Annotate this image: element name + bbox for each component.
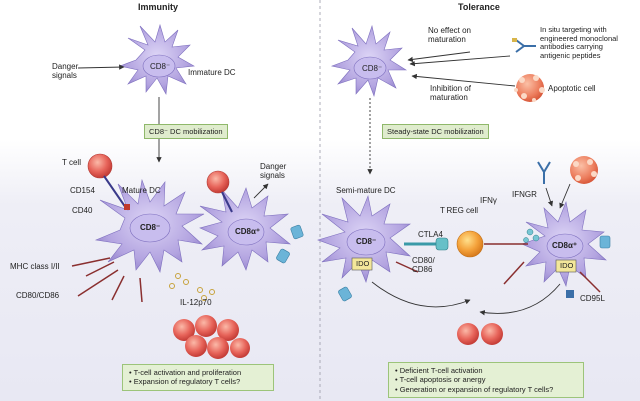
- arrow-curve-2: [479, 283, 561, 316]
- result-tolerance-1: • Deficient T-cell activation: [395, 366, 483, 375]
- label-inhibition: Inhibition of maturation: [430, 84, 471, 103]
- stick-tol-3: [579, 271, 601, 293]
- label-ctla4: CTLA4: [418, 230, 443, 239]
- cd95l-receptor: [566, 290, 574, 298]
- label-cd95l: CD95L: [580, 294, 605, 303]
- mhc-stick-2: [85, 261, 115, 277]
- antibody-icon: [515, 39, 536, 53]
- arrow-curve-1: [371, 281, 471, 308]
- label-danger-signals-2: Danger signals: [260, 162, 287, 181]
- apoptotic-cell-right: [570, 156, 598, 184]
- result-immunity-1: • T-cell activation and proliferation: [129, 368, 242, 377]
- label-no-effect: No effect on maturation: [428, 26, 471, 45]
- label-immature-cd8: CD8⁻: [150, 62, 171, 71]
- t-cell-immunity-2: [206, 170, 230, 194]
- label-danger-signals: Danger signals: [52, 62, 79, 81]
- label-mhc-class: MHC class I/II: [10, 262, 60, 271]
- label-semi-cd8: CD8⁻: [356, 237, 377, 246]
- arrow-in-situ: [409, 55, 511, 67]
- cd80-stick-2: [139, 277, 143, 303]
- label-in-situ: In situ targeting with engineered monocl…: [540, 25, 618, 60]
- label-il12p70: IL-12p70: [180, 298, 212, 307]
- arrow-no-effect: [407, 51, 471, 63]
- label-cd154: CD154: [70, 186, 95, 195]
- cd40-receptor: [124, 204, 130, 210]
- label-immature-dc: Immature DC: [188, 68, 236, 77]
- box-steady-state: Steady-state DC mobilization: [382, 124, 489, 139]
- label-ido-left: IDO: [356, 259, 370, 268]
- semi-mature-dc-right: [521, 200, 607, 287]
- label-cd40: CD40: [72, 206, 93, 215]
- stick-tol-2: [503, 261, 525, 285]
- receptor-blue-left: [338, 286, 352, 302]
- cd80-stick-tol: [395, 261, 419, 273]
- box-cd8-mobilization: CD8⁻ DC mobilization: [144, 124, 228, 139]
- label-cd80-cd86: CD80/CD86: [16, 291, 60, 300]
- receptor-blue-right: [599, 235, 611, 249]
- result-box-immunity: • T-cell activation and proliferation • …: [122, 364, 274, 391]
- antigenic-peptide: [512, 38, 517, 42]
- label-ido-right: IDO: [560, 261, 574, 270]
- result-tolerance-3: • Generation or expansion of regulatory …: [395, 384, 554, 394]
- t-cell-immunity: [87, 153, 113, 179]
- label-ifng: IFNγ: [480, 196, 497, 205]
- receptor-blue-2: [276, 248, 290, 264]
- result-immunity-2: • Expansion of regulatory T cells?: [129, 377, 241, 387]
- arrow-danger-signals-2: [253, 183, 269, 199]
- header-tolerance: Tolerance: [458, 2, 500, 12]
- cd154-stalk: [103, 175, 127, 209]
- t-cell-cluster-immunity: [173, 315, 250, 359]
- label-semi-cd8a: CD8α⁺: [552, 241, 578, 250]
- mhc-stick: [71, 257, 111, 267]
- ido-box-left: [351, 257, 373, 271]
- label-treg-cell: T REG cell: [440, 206, 479, 215]
- cd80-stick-3: [111, 275, 125, 301]
- mature-dc-left: [94, 178, 205, 273]
- receptor-blue: [290, 224, 304, 240]
- immature-dc-immunity: [118, 23, 195, 95]
- semi-mature-dc-left: [317, 194, 411, 283]
- label-tolerance-cd8: CD8⁻: [362, 64, 383, 73]
- arrow-antibody-right: [545, 187, 554, 207]
- mature-dc-right: [199, 187, 291, 271]
- label-mature-dc: Mature DC: [122, 186, 161, 195]
- arrow-apoptotic-right: [559, 183, 571, 209]
- label-apoptotic-cell: Apoptotic cell: [548, 84, 596, 93]
- t-cell-pair-tolerance: [457, 323, 503, 345]
- cd80-stick: [77, 269, 119, 297]
- header-immunity: Immunity: [138, 2, 179, 12]
- label-ifngr: IFNGR: [512, 190, 537, 199]
- arrow-inhibition: [411, 73, 516, 87]
- ifng-dots: [523, 228, 540, 243]
- result-tolerance-2: • T-cell apoptosis or anergy: [395, 375, 486, 385]
- immature-dc-tolerance: [330, 24, 408, 98]
- arrow-danger-to-dc: [77, 64, 125, 70]
- label-mature-cd8a: CD8α⁺: [235, 227, 261, 236]
- label-cd80-tol: CD80/ CD86: [412, 256, 435, 275]
- result-box-tolerance: • Deficient T-cell activation • T-cell a…: [388, 362, 584, 399]
- receptor-stalk-2: [221, 191, 233, 213]
- ctla4-receptor: [435, 237, 449, 251]
- antibody-icon-2: [537, 161, 551, 184]
- il12-dots: [169, 273, 215, 301]
- treg-cell: [456, 230, 484, 258]
- apoptotic-cell-top: [514, 74, 545, 102]
- label-semi-mature-dc: Semi-mature DC: [336, 186, 396, 195]
- ido-box-right: [555, 259, 577, 273]
- label-mature-cd8: CD8⁻: [140, 223, 161, 232]
- label-t-cell: T cell: [62, 158, 81, 167]
